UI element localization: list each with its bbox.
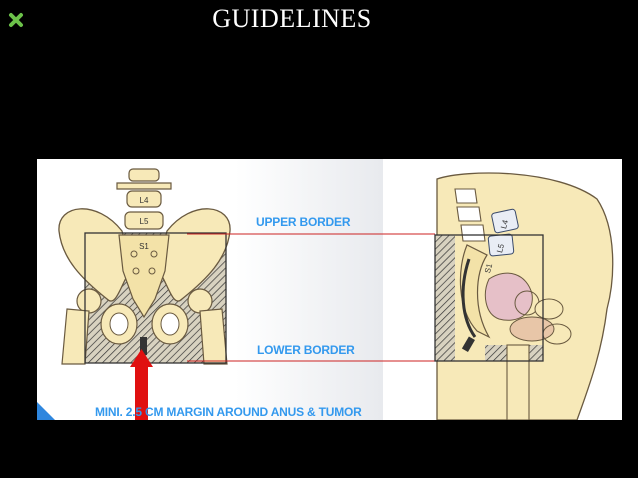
margin-label: MINI. 2.5 CM MARGIN AROUND ANUS & TUMOR <box>95 405 362 419</box>
field-outline-lateral <box>434 234 544 362</box>
anal-marker-ap <box>140 337 147 355</box>
vertebra-label-l5-lateral: L5 <box>495 242 506 253</box>
vertebra-label-l4-lateral: L4 <box>499 218 510 229</box>
pelvis-ap-view: L4 L5 S1 <box>58 168 231 365</box>
x-mark-icon <box>9 13 23 27</box>
pelvis-lateral-view: L4 L5 S1 <box>434 172 614 420</box>
vertebra-label-l4-ap: L4 <box>140 196 149 205</box>
lower-border-label: LOWER BORDER <box>257 343 355 357</box>
corner-triangle <box>37 402 55 420</box>
center-panel <box>235 159 383 420</box>
diagram-illustration: L4 L5 S1 <box>37 159 614 420</box>
iliac-wing-left <box>58 208 133 302</box>
femoral-head-left <box>76 288 102 314</box>
slide-title: GUIDELINES <box>212 4 372 33</box>
vertebra-label-l5-ap: L5 <box>140 217 149 226</box>
arrow-icon <box>130 349 153 420</box>
vertebra-label-s1-lateral: S1 <box>483 262 494 274</box>
vertebra-l4-lateral <box>491 208 519 234</box>
vertebra-l4-ap <box>126 190 162 208</box>
iliac-wing-right <box>156 208 231 302</box>
radiation-field-diagram: L4 L5 S1 <box>37 159 622 420</box>
femoral-head-right <box>187 288 213 314</box>
vertebra-l5-ap <box>124 211 164 230</box>
upper-border-label: UPPER BORDER <box>256 215 351 229</box>
field-outline-ap <box>84 232 227 364</box>
vertebra-label-s1-ap: S1 <box>139 242 149 251</box>
